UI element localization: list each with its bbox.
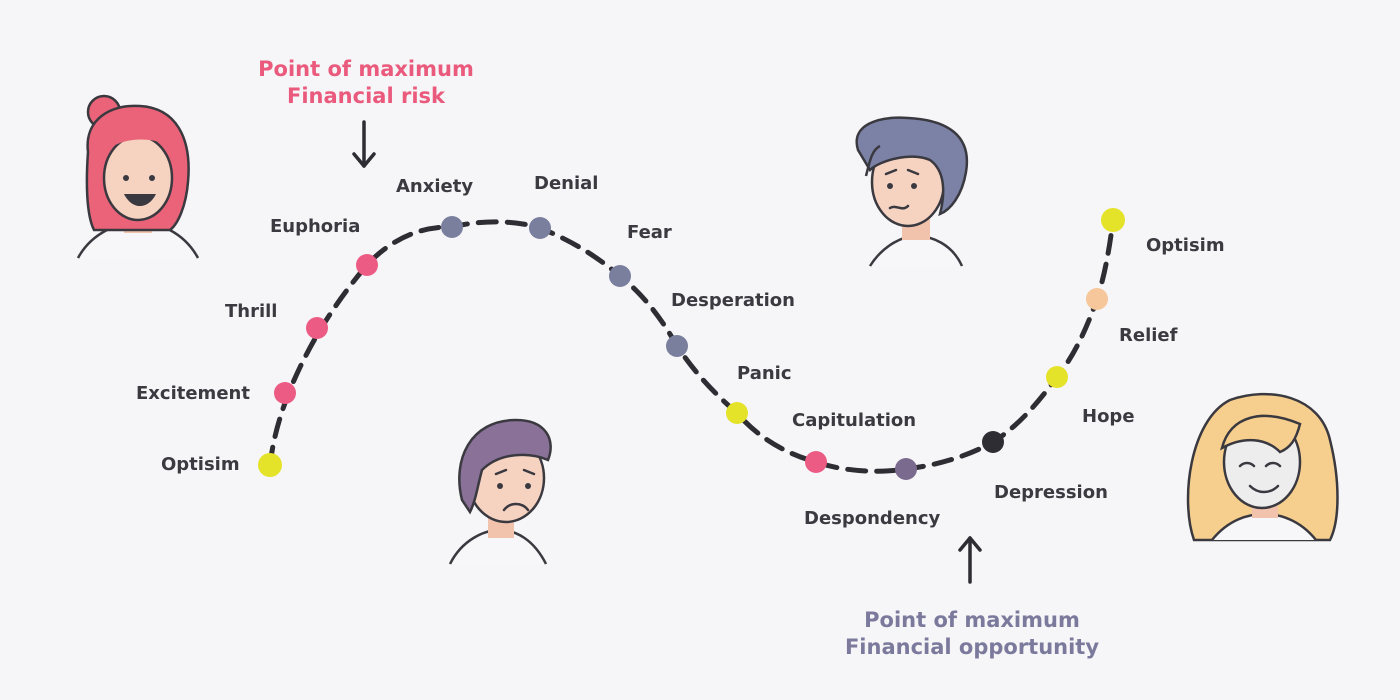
stage-depression: Depression <box>982 431 1108 503</box>
calm-woman-illustration <box>1186 392 1339 542</box>
stage-hope: Hope <box>1046 366 1135 427</box>
stage-dot <box>356 254 378 276</box>
stage-dot <box>529 217 551 239</box>
stage-dot <box>609 265 631 287</box>
stage-label: Euphoria <box>270 216 360 237</box>
stage-label: Excitement <box>136 383 250 404</box>
stage-thrill: Thrill <box>225 301 328 339</box>
stage-capitulation: Capitulation <box>792 410 916 473</box>
stage-label: Fear <box>627 222 672 243</box>
stage-label: Despondency <box>804 508 941 529</box>
stage-label: Denial <box>534 173 598 194</box>
stage-dot <box>805 451 827 473</box>
stage-label: Anxiety <box>396 176 473 197</box>
stage-dot <box>441 216 463 238</box>
stage-dot <box>258 453 282 477</box>
stage-dot <box>1101 208 1125 232</box>
opportunity-callout-line2: Financial opportunity <box>845 635 1099 659</box>
stage-label: Depression <box>994 482 1108 503</box>
stage-denial: Denial <box>529 173 598 239</box>
sad-person-illustration <box>448 418 552 565</box>
stage-anxiety: Anxiety <box>396 176 473 238</box>
stage-panic: Panic <box>726 363 792 424</box>
stage-desperation: Desperation <box>666 290 795 357</box>
stage-despondency: Despondency <box>804 458 941 529</box>
arrow-up-icon <box>958 536 982 584</box>
stage-dot <box>1086 288 1108 310</box>
stage-label: Capitulation <box>792 410 916 431</box>
stage-excitement: Excitement <box>136 382 296 404</box>
stage-relief: Relief <box>1086 288 1178 346</box>
stage-label: Optisim <box>1146 235 1225 256</box>
opportunity-callout-line1: Point of maximum <box>864 608 1080 632</box>
stage-dot <box>982 431 1004 453</box>
stage-label: Optisim <box>161 454 240 475</box>
stage-dot <box>1046 366 1068 388</box>
stage-fear: Fear <box>609 222 672 287</box>
risk-callout-line1: Point of maximum <box>258 57 474 81</box>
stage-optisim-end: Optisim <box>1101 208 1225 256</box>
stage-dot <box>666 335 688 357</box>
stage-dot <box>726 402 748 424</box>
stage-dot <box>306 317 328 339</box>
risk-callout-line2: Financial risk <box>287 84 446 108</box>
happy-woman-illustration <box>76 94 200 259</box>
stage-label: Panic <box>737 363 792 384</box>
stage-optisim-start: Optisim <box>161 453 282 477</box>
stage-label: Thrill <box>225 301 277 322</box>
worried-man-illustration <box>855 116 969 267</box>
stage-dot <box>274 382 296 404</box>
stage-label: Hope <box>1082 406 1135 427</box>
arrow-down-icon <box>352 120 376 168</box>
stage-label: Desperation <box>671 290 795 311</box>
stage-euphoria: Euphoria <box>270 216 378 276</box>
stage-dot <box>895 458 917 480</box>
stage-label: Relief <box>1119 325 1178 346</box>
